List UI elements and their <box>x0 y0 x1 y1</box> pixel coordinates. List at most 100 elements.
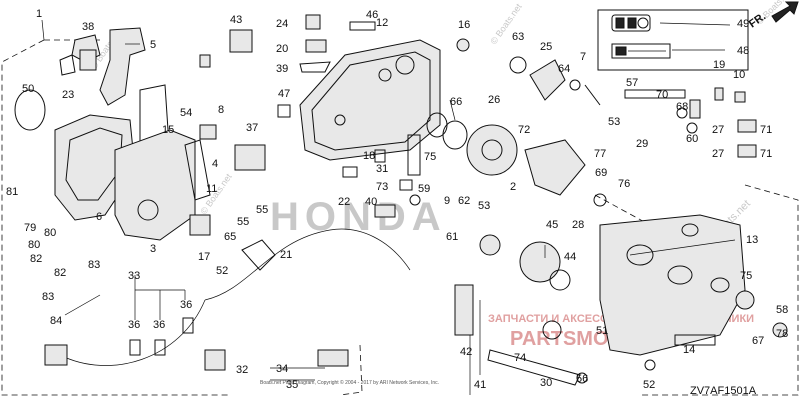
callout-74: 74 <box>514 352 526 364</box>
callout-42: 42 <box>460 346 472 358</box>
rotor-61 <box>479 234 501 256</box>
housing-boss <box>395 55 415 75</box>
callout-73: 73 <box>376 181 388 193</box>
callout-82-a: 82 <box>30 253 42 265</box>
seal-46 <box>349 21 376 31</box>
diagram-code: ZV7AF1501A <box>690 385 757 397</box>
neutral-switch-8 <box>199 54 211 68</box>
callout-29: 29 <box>636 138 648 150</box>
gear-26-hub <box>481 139 503 161</box>
callout-61: 61 <box>446 231 458 243</box>
rod-30 <box>487 349 581 386</box>
callout-49: 49 <box>737 18 749 30</box>
lever-base-boss <box>137 199 159 221</box>
lever-base <box>114 129 196 241</box>
callout-26: 26 <box>488 94 500 106</box>
small-parts <box>59 14 788 386</box>
harness-32-wire <box>204 228 411 301</box>
leader-line <box>41 19 45 41</box>
nut-10 <box>734 91 746 103</box>
callout-79: 79 <box>24 222 36 234</box>
seal-75-right <box>735 290 755 310</box>
leader-line <box>629 239 736 256</box>
callout-24: 24 <box>276 18 288 30</box>
callout-72: 72 <box>518 124 530 136</box>
cover-hole <box>626 244 654 266</box>
label-plate-box <box>597 9 749 71</box>
rod-4 <box>184 139 211 201</box>
callout-52-b: 52 <box>643 379 655 391</box>
callout-64: 64 <box>558 63 570 75</box>
callout-82-b: 82 <box>54 267 66 279</box>
cover-hole <box>710 277 730 293</box>
callout-81: 81 <box>6 186 18 198</box>
pin-7 <box>584 84 601 106</box>
callout-17: 17 <box>198 251 210 263</box>
wiring-harness <box>44 228 411 371</box>
lever-cover <box>54 114 196 241</box>
callout-28: 28 <box>572 219 584 231</box>
seal-63 <box>509 56 527 74</box>
label-47 <box>277 104 291 118</box>
copyright-notice: Boats.net Parts Diagram, Copyright © 200… <box>260 379 439 386</box>
callout-14: 14 <box>683 344 695 356</box>
lever-grip <box>99 27 146 106</box>
callout-16: 16 <box>458 19 470 31</box>
grommet-22 <box>342 166 358 178</box>
washer-69 <box>593 193 607 207</box>
connector-32-left <box>44 344 68 366</box>
clip-27-top <box>737 119 757 133</box>
screw-58 <box>772 322 788 338</box>
callout-75-right: 75 <box>740 270 752 282</box>
assembly-bottom-outline <box>339 344 363 396</box>
callout-54: 54 <box>180 107 192 119</box>
callout-52-a: 52 <box>216 265 228 277</box>
front-arrow-icon <box>771 1 799 23</box>
callout-5: 5 <box>150 39 156 51</box>
callout-labels: 1 2 3 4 5 6 7 8 9 10 11 12 13 14 15 16 1… <box>6 8 788 391</box>
housing-rim <box>311 51 431 151</box>
switch-38 <box>79 49 97 71</box>
callout-20: 20 <box>276 43 288 55</box>
callout-37: 37 <box>246 122 258 134</box>
cam-25 <box>529 59 566 101</box>
callout-45: 45 <box>546 219 558 231</box>
washer-64 <box>569 79 581 91</box>
housing-boss <box>334 114 346 126</box>
sensor-45 <box>519 241 561 283</box>
callout-76: 76 <box>618 178 630 190</box>
gear-26 <box>466 124 518 176</box>
callout-66: 66 <box>450 96 462 108</box>
callout-63: 63 <box>512 31 524 43</box>
callout-41: 41 <box>474 379 486 391</box>
band-36-b <box>154 339 166 356</box>
callout-47: 47 <box>278 88 290 100</box>
callout-60: 60 <box>686 133 698 145</box>
assembly-13-leader <box>594 194 651 226</box>
leader-line <box>659 22 731 26</box>
nut-60 <box>686 122 698 134</box>
label-icon <box>627 17 637 29</box>
washer-68 <box>676 107 688 119</box>
callout-65: 65 <box>224 231 236 243</box>
label-icon <box>615 17 625 29</box>
connector-18 <box>374 149 386 163</box>
band-36-c <box>182 317 194 334</box>
plate-39 <box>299 61 331 73</box>
callout-8: 8 <box>218 104 224 116</box>
callout-27-bottom: 27 <box>712 148 724 160</box>
washer-44 <box>549 269 571 291</box>
callout-27-top: 27 <box>712 124 724 136</box>
callout-55-a: 55 <box>256 204 268 216</box>
callout-44: 44 <box>564 251 576 263</box>
nut-52-bottom <box>644 359 656 371</box>
callout-18: 18 <box>363 150 375 162</box>
clip-23 <box>59 54 76 76</box>
lever-40 <box>374 204 396 218</box>
cover-hole <box>667 265 693 285</box>
callout-39: 39 <box>276 63 288 75</box>
callout-9: 9 <box>444 195 450 207</box>
switch-17 <box>189 214 211 236</box>
callout-34: 34 <box>276 363 288 375</box>
